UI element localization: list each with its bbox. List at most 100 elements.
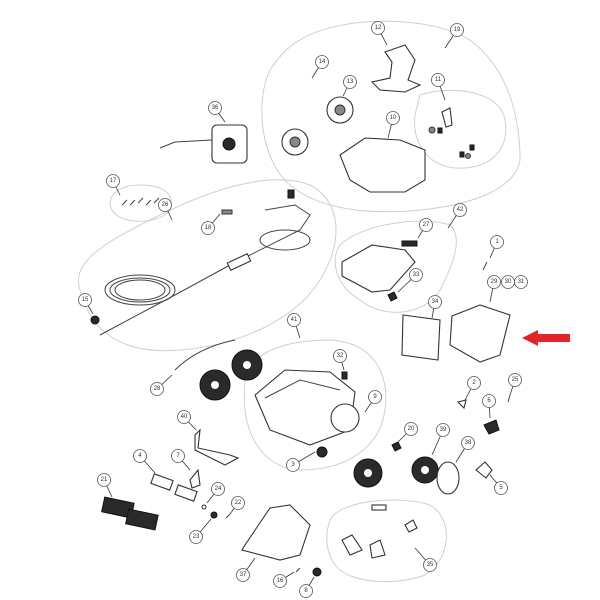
callout-15: 15 [78,293,94,315]
callout-circle [514,275,528,289]
callout-label: 24 [215,486,222,492]
callout-30: 30 [501,275,515,289]
callout-circle [211,482,225,496]
callout-1: 1 [489,235,504,259]
part-5 [475,461,493,479]
callout-26: 26 [158,198,173,221]
tracks-wheels-part [199,349,263,401]
callout-37: 37 [236,557,256,582]
callout-18: 18 [201,213,221,235]
callout-label: 26 [162,202,169,208]
callout-17: 17 [106,174,121,196]
brushes-part-21 [101,496,159,531]
callout-label: 41 [291,317,298,323]
callout-label: 17 [110,178,117,184]
cable-part-26 [99,189,311,336]
pin-part-25 [507,394,511,403]
callout-circle [177,410,191,424]
filter-panel-part-34 [401,314,441,361]
callout-36: 36 [208,101,226,123]
part-32 [341,371,348,380]
callout-41: 41 [287,313,301,339]
callout-label: 28 [154,386,161,392]
callout-33: 33 [397,268,423,293]
callout-label: 7 [176,453,180,459]
callout-circle [461,436,475,450]
wheel-part-handle [281,128,309,156]
callout-circle [490,235,504,249]
callout-11: 11 [431,73,446,101]
callout-circle [404,422,418,436]
callout-label: 15 [82,297,89,303]
callout-42: 42 [447,203,467,229]
handle-part-14 [298,43,331,144]
swivel-part-15 [90,315,100,325]
callout-label: 18 [205,225,212,231]
callout-circle [189,530,203,544]
group-outline-17 [109,184,172,222]
wheel-part-39 [411,456,439,484]
group-outline-11 [414,89,507,169]
callout-label: 3 [291,462,295,468]
group-outline-41 [243,339,387,471]
callout-label: 35 [427,562,434,568]
callout-29: 29 [487,275,501,303]
screw-part-16 [295,567,301,573]
callout-label: 25 [512,377,519,383]
callout-35: 35 [414,547,437,572]
callout-label: 29 [491,279,498,285]
highlight-arrow [522,330,570,346]
clip-part-6 [483,419,500,435]
callout-circle [453,203,467,217]
callout-circle [343,75,357,89]
callout-label: 1 [495,239,499,245]
callout-circle [436,423,450,437]
rollers-part-4 [150,473,198,502]
callout-13: 13 [342,75,357,97]
callout-label: 10 [390,115,397,121]
callout-25: 25 [508,373,522,396]
callout-28: 28 [150,374,173,396]
callout-circle [386,111,400,125]
callout-circle [158,198,172,212]
callout-circle [494,481,508,495]
callout-34: 34 [428,295,442,319]
part-20 [391,441,402,452]
callout-circle [97,473,111,487]
callout-circle [286,458,300,472]
clip-part-12 [370,44,422,93]
callout-label: 2 [472,380,476,386]
callout-label: 32 [337,353,344,359]
callout-label: 36 [212,105,219,111]
callout-label: 22 [235,500,242,506]
callout-circle [150,382,164,396]
callout-circle [467,376,481,390]
callout-label: 23 [193,534,200,540]
callout-circle [371,21,385,35]
callout-23: 23 [189,518,212,544]
callout-10: 10 [386,111,400,139]
callout-label: 30 [505,279,512,285]
callout-circle [315,55,329,69]
part-18 [221,209,233,215]
callout-label: 5 [499,485,503,491]
callout-circle [423,558,437,572]
callout-circle [287,313,301,327]
callout-circle [201,221,215,235]
callout-9: 9 [364,390,382,413]
callout-label: 38 [465,440,472,446]
callout-8: 8 [299,576,315,598]
clips-part-17 [121,197,160,206]
callout-40: 40 [177,410,197,431]
connector-part-33 [387,291,398,302]
callout-20: 20 [397,422,418,443]
gear-part-3 [316,446,328,458]
callout-circle [487,275,501,289]
fasteners-part-11 [428,107,475,159]
callout-circle [273,574,287,588]
callout-circle [431,73,445,87]
motor-block-part-41 [254,369,360,446]
callout-circle [450,23,464,37]
callout-label: 14 [319,59,326,65]
